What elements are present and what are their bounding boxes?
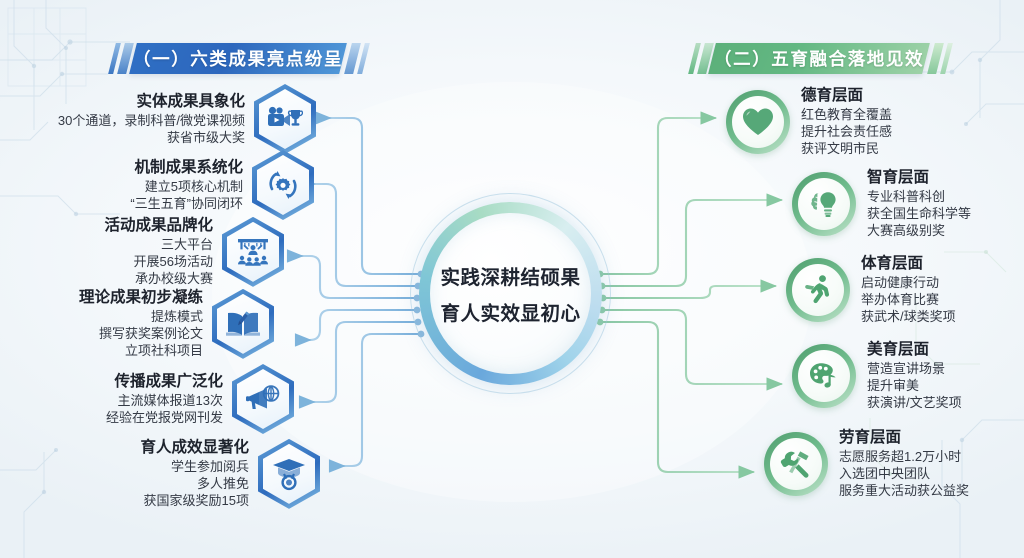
left-item-2-line-1: 建立5项核心机制: [144, 178, 243, 194]
center-hub: 实践深耕结硕果 育人实效显初心: [410, 193, 611, 394]
right-item-4-title: 美育层面: [867, 341, 930, 358]
wrench-hammer-icon: [764, 431, 828, 496]
section-banner-left: （一）六类成果亮点纷呈: [129, 43, 347, 74]
left-item-4-line-2: 撰写获奖案例论文: [98, 326, 203, 342]
left-item-6-text: 育人成效显著化 学生参加阅兵 多人推免 获国家级奖励15项: [58, 438, 258, 510]
right-item-3-line-2: 举办体育比赛: [861, 292, 940, 308]
right-item-3-title: 体育层面: [861, 255, 924, 272]
right-item-2-line-3: 大赛高级别奖: [867, 223, 946, 239]
left-item-3-text: 活动成果品牌化 三大平台 开展56场活动 承办校级大赛: [22, 216, 222, 288]
right-item-2-text: 智育层面 专业科普科创 获全国生命科学等 大赛高级别奖: [856, 168, 1024, 240]
right-item-3[interactable]: 体育层面 启动健康行动 举办体育比赛 获武术/球类奖项: [786, 254, 1024, 326]
gear-cycle-icon: [252, 150, 314, 220]
left-item-3[interactable]: 活动成果品牌化 三大平台 开展56场活动 承办校级大赛: [22, 216, 284, 288]
center-hub-text: 实践深耕结硕果 育人实效显初心: [419, 202, 602, 385]
left-item-2[interactable]: 机制成果系统化 建立5项核心机制 “三生五育”协同闭环: [52, 150, 314, 220]
left-item-2-line-2: “三生五育”协同闭环: [130, 195, 243, 211]
right-item-2-title: 智育层面: [867, 169, 930, 186]
section-banner-left-label: （一）六类成果亮点纷呈: [132, 49, 344, 69]
center-hub-ring: [419, 202, 602, 385]
brain-bulb-icon: [792, 171, 856, 236]
right-item-1-title: 德育层面: [801, 87, 864, 104]
heart-icon: [726, 89, 790, 154]
camera-trophy-icon: [254, 84, 316, 154]
left-item-6-title: 育人成效显著化: [140, 439, 249, 456]
left-item-5-text: 传播成果广泛化 主流媒体报道13次 经验在党报党网刊发: [32, 372, 232, 426]
left-item-1-line-1: 30个通道，录制科普/微党课视频: [57, 112, 245, 128]
right-item-3-line-3: 获武术/球类奖项: [861, 309, 956, 325]
center-title-line1: 实践深耕结硕果: [440, 267, 581, 289]
left-item-4-line-3: 立项社科项目: [124, 343, 203, 359]
center-title-line2: 育人实效显初心: [440, 303, 581, 325]
right-item-1-line-3: 获评文明市民: [801, 141, 880, 157]
left-item-1-title: 实体成果具象化: [136, 92, 245, 110]
right-item-3-line-1: 启动健康行动: [861, 274, 940, 290]
palette-music-icon: [792, 343, 856, 408]
left-item-4-title: 理论成果初步凝练: [78, 289, 203, 306]
left-item-5[interactable]: 传播成果广泛化 主流媒体报道13次 经验在党报党网刊发: [32, 364, 294, 434]
banner-left-accent-end: [344, 43, 374, 74]
section-banner-right-label: （二）五育融合落地见效: [713, 49, 925, 69]
right-item-5-title: 劳育层面: [839, 429, 902, 446]
left-item-5-line-1: 主流媒体报道13次: [117, 392, 223, 408]
right-item-5[interactable]: 劳育层面 志愿服务超1.2万小时 入选团中央团队 服务重大活动获公益奖: [764, 428, 1024, 500]
right-item-4[interactable]: 美育层面 营造宣讲场景 提升审美 获演讲/文艺奖项: [792, 340, 1024, 412]
left-item-6-line-1: 学生参加阅兵: [170, 458, 249, 474]
left-item-2-title: 机制成果系统化: [134, 158, 243, 176]
left-item-4[interactable]: 理论成果初步凝练 提炼模式 撰写获奖案例论文 立项社科项目: [12, 288, 274, 360]
section-banner-right: （二）五育融合落地见效: [708, 43, 930, 74]
left-item-1[interactable]: 实体成果具象化 30个通道，录制科普/微党课视频 获省市级大奖: [26, 84, 316, 154]
left-item-3-line-3: 承办校级大赛: [134, 271, 213, 287]
left-item-1-line-2: 获省市级大奖: [166, 129, 245, 145]
right-item-4-line-2: 提升审美: [867, 378, 920, 394]
right-item-1-line-2: 提升社会责任感: [801, 124, 893, 140]
right-item-1[interactable]: 德育层面 红色教育全覆盖 提升社会责任感 获评文明市民: [726, 86, 1016, 158]
left-item-6-line-3: 获国家级奖励15项: [143, 493, 249, 509]
right-item-2-line-1: 专业科普科创: [867, 188, 946, 204]
right-item-4-line-1: 营造宣讲场景: [867, 360, 946, 376]
left-item-6-line-2: 多人推免: [196, 476, 249, 492]
banner-right-accent-end: [927, 43, 957, 74]
left-item-3-title: 活动成果品牌化: [104, 217, 213, 234]
left-item-4-text: 理论成果初步凝练 提炼模式 撰写获奖案例论文 立项社科项目: [12, 288, 212, 360]
right-item-4-line-3: 获演讲/文艺奖项: [867, 395, 962, 411]
stage-audience-icon: [222, 216, 284, 287]
right-item-5-line-1: 志愿服务超1.2万小时: [839, 448, 962, 464]
left-item-5-line-2: 经验在党报党网刊发: [105, 409, 223, 425]
right-item-1-text: 德育层面 红色教育全覆盖 提升社会责任感 获评文明市民: [790, 86, 1016, 158]
book-pen-icon: [212, 288, 274, 359]
center-hub-outline: [410, 193, 611, 394]
right-item-5-text: 劳育层面 志愿服务超1.2万小时 入选团中央团队 服务重大活动获公益奖: [828, 428, 1024, 500]
graduation-medal-icon: [258, 438, 320, 509]
left-item-3-line-1: 三大平台: [160, 236, 213, 252]
right-item-1-line-1: 红色教育全覆盖: [801, 106, 893, 122]
left-item-6[interactable]: 育人成效显著化 学生参加阅兵 多人推免 获国家级奖励15项: [58, 438, 320, 510]
left-item-2-text: 机制成果系统化 建立5项核心机制 “三生五育”协同闭环: [52, 158, 252, 212]
left-item-5-title: 传播成果广泛化: [114, 372, 223, 390]
left-item-3-line-2: 开展56场活动: [133, 254, 213, 270]
right-item-2-line-2: 获全国生命科学等: [867, 206, 972, 222]
right-item-2[interactable]: 智育层面 专业科普科创 获全国生命科学等 大赛高级别奖: [792, 168, 1024, 240]
right-item-5-line-3: 服务重大活动获公益奖: [839, 483, 970, 499]
runner-icon: [786, 257, 850, 322]
left-item-1-text: 实体成果具象化 30个通道，录制科普/微党课视频 获省市级大奖: [26, 92, 254, 146]
right-item-5-line-2: 入选团中央团队: [839, 466, 931, 482]
right-item-4-text: 美育层面 营造宣讲场景 提升审美 获演讲/文艺奖项: [856, 340, 1024, 412]
left-item-4-line-1: 提炼模式: [150, 308, 203, 324]
megaphone-globe-icon: [232, 364, 294, 434]
right-item-3-text: 体育层面 启动健康行动 举办体育比赛 获武术/球类奖项: [850, 254, 1024, 326]
